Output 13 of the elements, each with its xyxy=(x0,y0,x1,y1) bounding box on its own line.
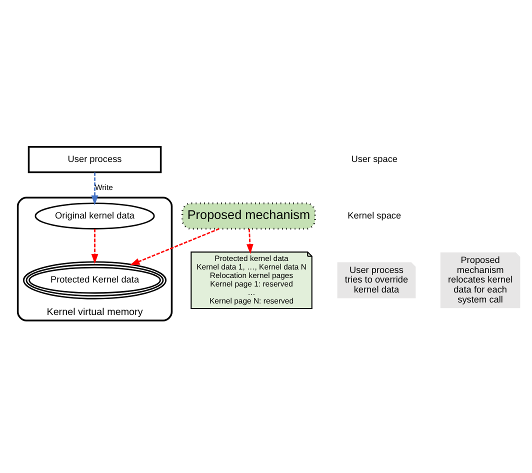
arrow xyxy=(130,228,220,266)
arrow xyxy=(91,228,98,264)
edge-label: Write xyxy=(94,182,113,192)
node-ellipse: Original kernel data xyxy=(34,202,155,230)
node-box: Proposed mechanism xyxy=(181,202,316,230)
label: User space xyxy=(351,154,398,164)
node-box: User process xyxy=(28,146,162,174)
label: Kernel space xyxy=(348,210,402,220)
label: Proposed mechanism relocates kernel data for each system call xyxy=(448,254,513,304)
node-ellipse: Protected Kernel data xyxy=(22,261,167,300)
arrow xyxy=(246,228,254,254)
label: User process tries to override kernel data xyxy=(344,264,408,295)
arrow xyxy=(91,172,98,206)
